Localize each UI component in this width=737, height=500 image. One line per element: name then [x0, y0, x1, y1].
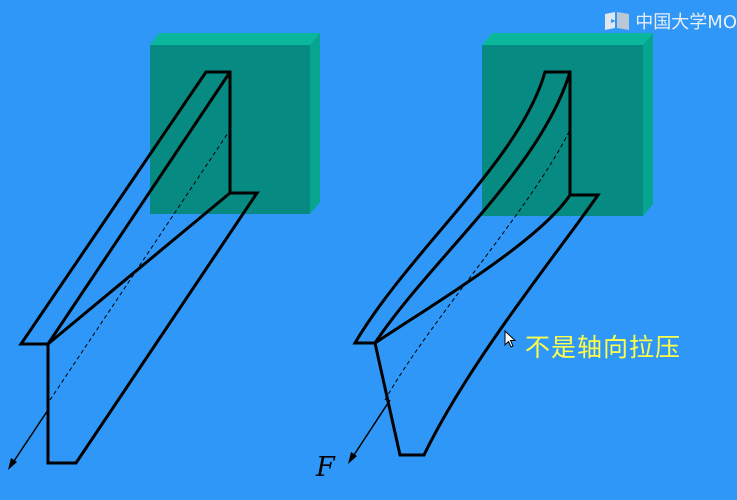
left-wall-top — [150, 33, 320, 45]
right-beam — [352, 70, 601, 457]
mouse-pointer-icon — [504, 330, 517, 348]
right-beam-flange-outline — [373, 193, 601, 457]
right-wall-block — [482, 33, 653, 216]
right-force-arrow — [348, 399, 391, 464]
left-beam-web-outline — [18, 70, 232, 346]
left-wall-side — [310, 33, 320, 214]
watermark-text: 中国大学MO — [635, 12, 737, 33]
mooc-logo-icon — [605, 12, 630, 30]
left-wall-block — [150, 33, 320, 214]
caption-text: 不是轴向拉压 — [525, 333, 682, 362]
force-label-F: F — [316, 452, 335, 483]
right-beam-web-outline — [352, 70, 572, 345]
mooc-watermark: 中国大学MO — [603, 8, 737, 34]
right-beam-centroid-axis — [384, 129, 571, 401]
left-force-arrow — [8, 409, 49, 470]
left-beam-centroid-axis — [49, 129, 231, 401]
left-beam-flange-outline — [46, 191, 260, 465]
right-wall-top — [482, 33, 653, 45]
left-beam — [18, 70, 260, 465]
right-wall-side — [643, 33, 653, 216]
